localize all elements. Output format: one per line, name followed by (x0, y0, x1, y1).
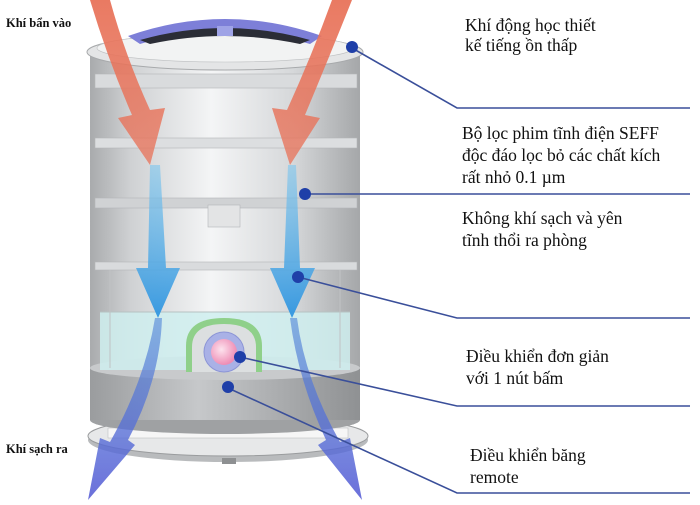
clean-air-arrow-left (136, 165, 180, 318)
exit-arrow-right (290, 318, 362, 500)
connector-clean-air (292, 271, 690, 319)
callout-line: kế tiếng ồn thấp (465, 35, 578, 55)
callout-remote: Điều khiển băng remote (470, 444, 586, 488)
callout-filter: Bộ lọc phim tĩnh điện SEFF độc đáo lọc b… (462, 122, 660, 188)
connector-one-button (234, 351, 690, 407)
connector-aerodynamic (346, 41, 690, 109)
callout-clean-air: Không khí sạch và yên tĩnh thổi ra phòng (462, 207, 622, 251)
callout-line: Điều khiển đơn giản (466, 346, 609, 366)
intake-arrow-left (90, 0, 165, 165)
intake-arrow-right (272, 0, 352, 165)
callout-line: với 1 nút bấm (466, 368, 564, 388)
connector-remote (222, 381, 690, 494)
clean-air-arrow-right (270, 165, 315, 318)
callout-line: remote (470, 467, 519, 487)
callout-aerodynamic: Khí động học thiết kế tiếng ồn thấp (465, 15, 596, 55)
top-cap (128, 19, 322, 44)
callout-line: Không khí sạch và yên (462, 208, 623, 228)
air-in-label: Khí bẩn vào (6, 16, 72, 30)
one-button-control (186, 318, 262, 373)
callout-line: tĩnh thổi ra phòng (462, 230, 587, 250)
callout-line: Khí động học thiết (465, 15, 596, 35)
exit-arrow-left (88, 318, 162, 500)
callout-line: Bộ lọc phim tĩnh điện SEFF (462, 123, 659, 143)
callout-line: rất nhỏ 0.1 µm (462, 167, 566, 187)
callout-one-button: Điều khiển đơn giản với 1 nút bấm (466, 345, 609, 389)
callout-line: Điều khiển băng (470, 445, 586, 465)
connector-filter (299, 188, 690, 200)
callout-line: độc đáo lọc bỏ các chất kích (462, 145, 661, 165)
air-out-label: Khí sạch ra (6, 442, 68, 456)
